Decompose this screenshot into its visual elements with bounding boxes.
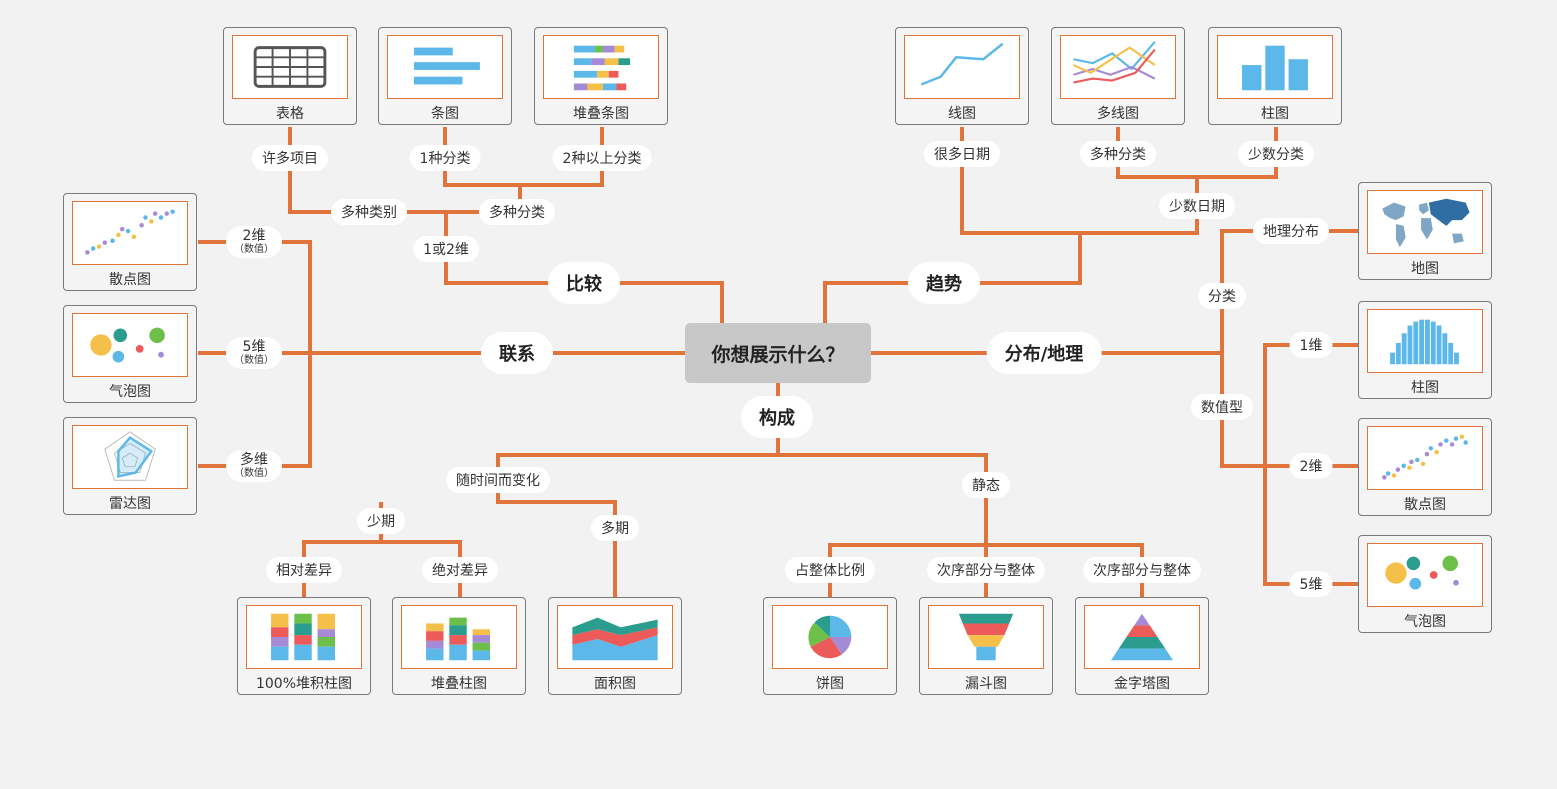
card-funnel[interactable]: 漏斗图 xyxy=(919,597,1053,695)
card-multi-line-label: 多线图 xyxy=(1097,106,1139,122)
bubble-chart-icon xyxy=(72,313,188,377)
card-histogram-label: 柱图 xyxy=(1411,380,1439,396)
rel-2d-main: 2维 xyxy=(242,228,266,244)
pyramid-chart-icon xyxy=(1084,605,1200,669)
card-table[interactable]: 表格 xyxy=(223,27,357,125)
card-histogram[interactable]: 柱图 xyxy=(1358,301,1492,399)
label-one-category: 1种分类 xyxy=(409,145,481,171)
label-dim2: 2维 xyxy=(1289,453,1333,479)
card-map-label: 地图 xyxy=(1411,261,1439,277)
card-funnel-label: 漏斗图 xyxy=(965,676,1007,692)
label-many-dates: 很多日期 xyxy=(924,141,1000,167)
label-share-of-total: 占整体比例 xyxy=(785,557,875,583)
label-static: 静态 xyxy=(962,472,1010,498)
label-over-time: 随时间而变化 xyxy=(446,467,550,493)
column-chart-icon xyxy=(1217,35,1333,99)
stacked-bar-chart-icon xyxy=(543,35,659,99)
label-two-plus-categories: 2种以上分类 xyxy=(552,145,652,171)
label-rel-5d: 5维（数值） xyxy=(226,337,282,369)
label-rel-2d: 2维（数值） xyxy=(226,226,282,258)
card-multi-line[interactable]: 多线图 xyxy=(1051,27,1185,125)
branch-composition: 构成 xyxy=(741,396,813,438)
card-bubble-dist-label: 气泡图 xyxy=(1404,614,1446,630)
card-line-label: 线图 xyxy=(948,106,976,122)
card-bubble-rel-label: 气泡图 xyxy=(109,384,151,400)
rel-5d-main: 5维 xyxy=(242,339,266,355)
label-geo-distribution: 地理分布 xyxy=(1253,218,1329,244)
histogram-icon xyxy=(1367,309,1483,373)
card-scatter-rel[interactable]: 散点图 xyxy=(63,193,197,291)
label-ordered-parts-2: 次序部分与整体 xyxy=(1083,557,1201,583)
world-map-icon xyxy=(1367,190,1483,254)
label-dim1: 1维 xyxy=(1289,332,1333,358)
card-radar-label: 雷达图 xyxy=(109,496,151,512)
label-few-dates: 少数日期 xyxy=(1159,193,1235,219)
card-bar[interactable]: 条图 xyxy=(378,27,512,125)
card-bar-label: 条图 xyxy=(431,106,459,122)
card-scatter-dist[interactable]: 散点图 xyxy=(1358,418,1492,516)
label-multi-category: 多种分类 xyxy=(479,199,555,225)
line-chart-icon xyxy=(904,35,1020,99)
rel-multi-sub: （数值） xyxy=(234,468,274,479)
label-numeric: 数值型 xyxy=(1191,394,1253,420)
card-column-trend-label: 柱图 xyxy=(1261,106,1289,122)
bubble-chart-icon xyxy=(1367,543,1483,607)
card-column-trend[interactable]: 柱图 xyxy=(1208,27,1342,125)
rel-2d-sub: （数值） xyxy=(234,244,274,255)
label-many-items: 许多项目 xyxy=(252,145,328,171)
card-map[interactable]: 地图 xyxy=(1358,182,1492,280)
card-bubble-rel[interactable]: 气泡图 xyxy=(63,305,197,403)
area-chart-icon xyxy=(557,605,673,669)
card-stacked100[interactable]: 100%堆积柱图 xyxy=(237,597,371,695)
label-rel-multi: 多维（数值） xyxy=(226,450,282,482)
card-area[interactable]: 面积图 xyxy=(548,597,682,695)
label-few-periods: 少期 xyxy=(357,508,405,534)
card-pyramid-label: 金字塔图 xyxy=(1114,676,1170,692)
card-table-label: 表格 xyxy=(276,106,304,122)
scatter-plot-icon xyxy=(72,201,188,265)
rel-multi-main: 多维 xyxy=(240,452,268,468)
label-few-categories: 少数分类 xyxy=(1238,141,1314,167)
bar-chart-icon xyxy=(387,35,503,99)
center-label: 你想展示什么？ xyxy=(711,343,845,366)
card-stacked-column[interactable]: 堆叠柱图 xyxy=(392,597,526,695)
card-stacked-column-label: 堆叠柱图 xyxy=(431,676,487,692)
branch-relation: 联系 xyxy=(481,332,553,374)
label-many-periods: 多期 xyxy=(591,515,639,541)
funnel-chart-icon xyxy=(928,605,1044,669)
label-dim5: 5维 xyxy=(1289,571,1333,597)
card-line[interactable]: 线图 xyxy=(895,27,1029,125)
card-pie-label: 饼图 xyxy=(816,676,844,692)
card-stacked-bar[interactable]: 堆叠条图 xyxy=(534,27,668,125)
card-radar[interactable]: 雷达图 xyxy=(63,417,197,515)
label-absolute-diff: 绝对差异 xyxy=(422,557,498,583)
label-ordered-parts-1: 次序部分与整体 xyxy=(927,557,1045,583)
label-one-or-two-dim: 1或2维 xyxy=(413,236,479,262)
stacked-column-icon xyxy=(401,605,517,669)
radar-chart-icon xyxy=(72,425,188,489)
card-area-label: 面积图 xyxy=(594,676,636,692)
branch-trend: 趋势 xyxy=(908,262,980,304)
multi-line-chart-icon xyxy=(1060,35,1176,99)
center-node: 你想展示什么？ xyxy=(685,323,871,383)
card-scatter-rel-label: 散点图 xyxy=(109,272,151,288)
label-trend-multi-category: 多种分类 xyxy=(1080,141,1156,167)
table-icon xyxy=(232,35,348,99)
scatter-plot-icon xyxy=(1367,426,1483,490)
rel-5d-sub: （数值） xyxy=(234,355,274,366)
label-relative-diff: 相对差异 xyxy=(266,557,342,583)
card-bubble-dist[interactable]: 气泡图 xyxy=(1358,535,1492,633)
label-categorical: 分类 xyxy=(1198,283,1246,309)
card-pie[interactable]: 饼图 xyxy=(763,597,897,695)
stacked-100-column-icon xyxy=(246,605,362,669)
branch-distribution: 分布/地理 xyxy=(986,332,1102,374)
card-stacked100-label: 100%堆积柱图 xyxy=(255,676,353,692)
pie-chart-icon xyxy=(772,605,888,669)
card-stacked-bar-label: 堆叠条图 xyxy=(573,106,629,122)
label-many-types: 多种类别 xyxy=(331,199,407,225)
card-scatter-dist-label: 散点图 xyxy=(1404,497,1446,513)
card-pyramid[interactable]: 金字塔图 xyxy=(1075,597,1209,695)
branch-compare: 比较 xyxy=(548,262,620,304)
